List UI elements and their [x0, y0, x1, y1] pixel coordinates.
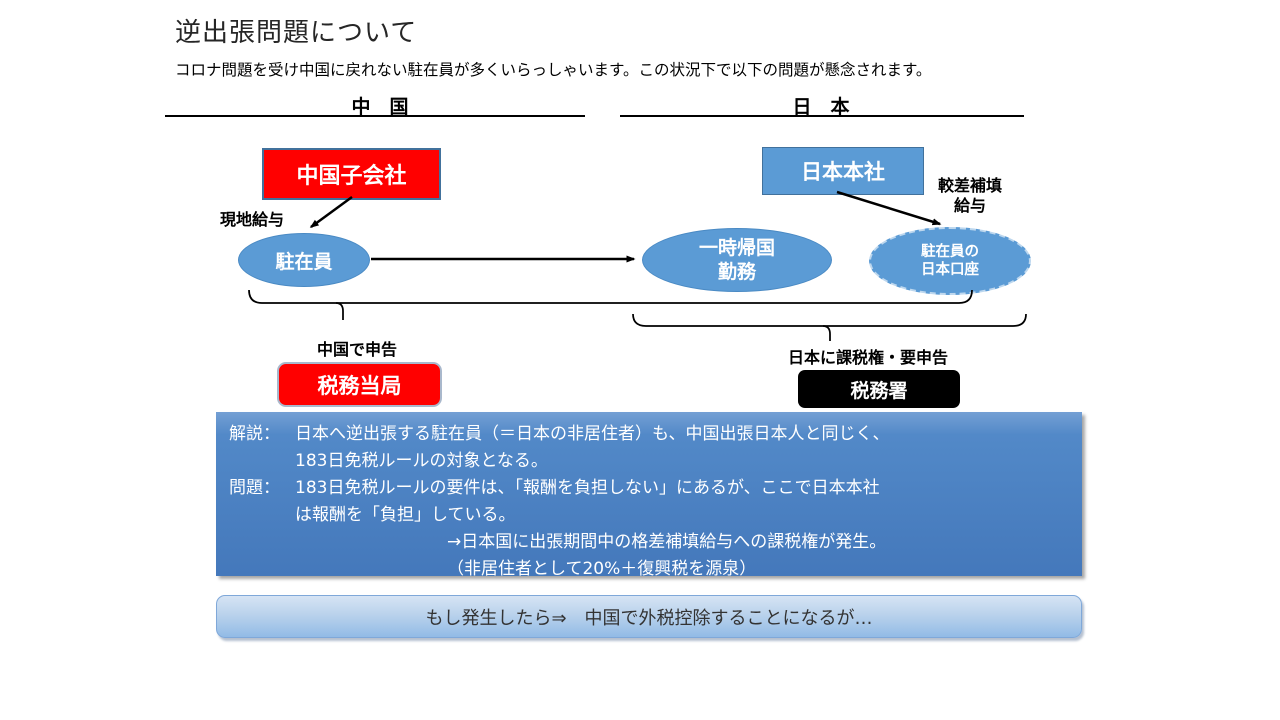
section-header-japan: 日 本: [792, 96, 850, 118]
local-salary-label: 現地給与: [220, 210, 285, 229]
temporary-return-work-ellipse: 一時帰国 勤務: [642, 228, 832, 292]
temporary-return-line1: 一時帰国: [698, 237, 775, 259]
japan-section-underline: [620, 115, 1024, 117]
explanation-row-text: （非居住者として20%＋復興税を源泉）: [447, 559, 757, 579]
explanation-panel: 解説： 日本へ逆出張する駐在員（＝日本の非居住者）も、中国出張日本人と同じく、 …: [216, 412, 1082, 579]
arrow-subsidiary-to-expatriate: [309, 195, 353, 229]
explanation-row: 問題： 183日免税ルールの要件は、「報酬を負担しない」にあるが、ここで日本本社: [229, 475, 1070, 502]
expatriate-ellipse: 駐在員: [238, 233, 370, 287]
explanation-row-label: [229, 448, 295, 475]
japan-account-line2: 日本口座: [921, 262, 979, 278]
conclusion-text: もし発生したら⇒ 中国で外税控除することになるが…: [425, 607, 873, 629]
explanation-row: （非居住者として20%＋復興税を源泉）: [229, 556, 1070, 583]
explanation-row-text: →日本国に出張期間中の格差補填給与への課税権が発生。: [447, 532, 887, 552]
explanation-row-label: 解説：: [229, 424, 280, 444]
bracket-china-declaration-pointer: [335, 302, 344, 320]
section-header-china: 中 国: [351, 96, 409, 118]
china-filing-label: 中国で申告: [317, 340, 398, 359]
japan-account-line1: 駐在員の: [921, 244, 979, 260]
gap-compensation-salary-label: 較差補填 給与: [925, 176, 1015, 216]
china-tax-authority-box: 税務当局: [277, 362, 442, 407]
conclusion-banner: もし発生したら⇒ 中国で外税控除することになるが…: [216, 595, 1082, 638]
explanation-row: 183日免税ルールの対象となる。: [229, 448, 1070, 475]
explanation-row: は報酬を「負担」している。: [229, 502, 1070, 529]
japan-bank-account-ellipse: 駐在員の 日本口座: [869, 227, 1031, 295]
gap-salary-line2: 給与: [953, 196, 986, 215]
explanation-row-label: 問題：: [229, 478, 280, 498]
page-title: 逆出張問題について: [175, 18, 418, 48]
explanation-row-text: 183日免税ルールの対象となる。: [295, 451, 548, 471]
bracket-japan-taxright-pointer: [822, 325, 831, 341]
japan-headquarters-box: 日本本社: [762, 147, 924, 195]
explanation-row-text: は報酬を「負担」している。: [295, 505, 516, 525]
japan-taxation-right-label: 日本に課税権・要申告: [788, 348, 949, 367]
china-section-underline: [165, 115, 585, 117]
explanation-row-text: 183日免税ルールの要件は、「報酬を負担しない」にあるが、ここで日本本社: [295, 478, 880, 498]
bracket-china-declaration: [248, 289, 973, 304]
china-subsidiary-box: 中国子会社: [262, 148, 441, 200]
temporary-return-line2: 勤務: [717, 261, 756, 283]
explanation-row-text: 日本へ逆出張する駐在員（＝日本の非居住者）も、中国出張日本人と同じく、: [295, 424, 890, 444]
explanation-row: 解説： 日本へ逆出張する駐在員（＝日本の非居住者）も、中国出張日本人と同じく、: [229, 421, 1070, 448]
japan-tax-office-box: 税務署: [798, 370, 960, 408]
gap-salary-line1: 較差補填: [937, 176, 1002, 195]
slide-subtitle: コロナ問題を受け中国に戻れない駐在員が多くいらっしゃいます。この状況下で以下の問…: [175, 61, 932, 79]
bracket-japan-taxright: [632, 313, 1027, 327]
explanation-row: →日本国に出張期間中の格差補填給与への課税権が発生。: [229, 529, 1070, 556]
explanation-row-label: [229, 502, 295, 529]
